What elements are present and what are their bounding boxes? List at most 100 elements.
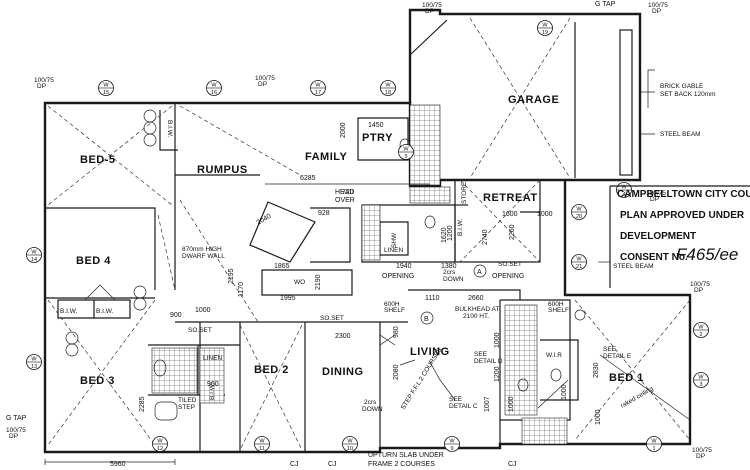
dim-960: 960 xyxy=(207,381,219,388)
room-rumpus: RUMPUS xyxy=(197,164,248,176)
note-dwarf-2: DWARF WALL xyxy=(182,253,225,260)
ceiling-lines xyxy=(47,17,691,451)
marker-b: B xyxy=(424,316,429,323)
note-cj-1: CJ xyxy=(290,461,299,468)
window-tag-number: 15 xyxy=(103,90,109,96)
note-shelf-2a: 600H xyxy=(548,301,564,308)
room-bed3: BED 3 xyxy=(80,375,115,387)
dim-2660: 2660 xyxy=(468,295,484,302)
note-shelf-1b: SHELF xyxy=(384,307,405,314)
dim-980: 980 xyxy=(393,326,400,338)
note-shelf-1a: 600H xyxy=(384,301,400,308)
note-opening-right: OPENING xyxy=(492,273,524,280)
note-bulkhead-2: 2100 HT. xyxy=(463,313,489,320)
note-step: STEP xyxy=(178,404,195,411)
tiled-areas xyxy=(151,104,568,445)
window-tag-number: 20 xyxy=(576,214,582,220)
note-upturn-1: UPTURN SLAB UNDER xyxy=(368,452,444,459)
dim-1940: 1940 xyxy=(396,263,412,270)
window-tag-number: 5 xyxy=(404,154,407,160)
dim-900: 900 xyxy=(170,312,182,319)
note-head: HEAD xyxy=(335,189,354,196)
room-wir: W.I.R xyxy=(546,352,562,359)
stamp-line-2: PLAN APPROVED UNDER xyxy=(620,210,745,221)
dim-2190: 2190 xyxy=(315,274,322,290)
room-biw-bed2: B.I.W. xyxy=(209,382,216,400)
note-dp-br: 100/75 xyxy=(692,447,712,454)
note-dp-right2: 100/75 xyxy=(690,281,710,288)
marker-a: A xyxy=(477,269,482,276)
council-stamp: CAMPBELLTOWN CITY COUNCIL PLAN APPROVED … xyxy=(609,185,750,288)
note-dp-mid: 100/75 xyxy=(255,75,275,82)
stamp-line-3: DEVELOPMENT xyxy=(620,231,696,242)
window-tag-letter: W xyxy=(698,375,704,381)
window-tag-number: 11 xyxy=(259,446,265,452)
window-tag-w17: W17 xyxy=(310,80,326,96)
room-biw-bed5: B.I.W. xyxy=(166,120,173,138)
window-tag-w21: W21 xyxy=(571,254,587,270)
dim-1000e: 1000 xyxy=(494,332,501,348)
note-gtap-left: G TAP xyxy=(6,415,27,422)
room-shw: SHW xyxy=(391,232,398,248)
dim-1000d: 1000 xyxy=(508,396,515,412)
window-tag-w15: W15 xyxy=(98,80,114,96)
dim-2195: 2195 xyxy=(228,268,235,284)
room-biw-bed4b: B.I.W. xyxy=(96,308,114,315)
room-linen-2: LINEN xyxy=(203,355,222,362)
dim-1995: 1995 xyxy=(280,295,296,302)
dim-6285: 6285 xyxy=(300,175,316,182)
dim-1000a: 1000 xyxy=(537,211,553,218)
window-tag-letter: W xyxy=(621,185,627,191)
window-tag-letter: W xyxy=(211,83,217,89)
note-down-b: DOWN xyxy=(362,406,383,413)
window-tag-number: 1 xyxy=(652,446,655,452)
window-tag-number: 4 xyxy=(622,192,625,198)
note-brick-gable-1: BRICK GABLE xyxy=(660,83,704,90)
room-wo: WO xyxy=(294,279,305,286)
note-dp-right: 100/75 xyxy=(646,190,666,197)
window-tag-w19: W19 xyxy=(537,20,553,36)
window-tag-number: 2 xyxy=(699,332,702,338)
note-see-c1: SEE xyxy=(449,396,463,403)
room-bed1: BED 1 xyxy=(609,372,644,384)
dim-2285: 2285 xyxy=(139,396,146,412)
window-tag-letter: W xyxy=(31,357,37,363)
window-tag-letter: W xyxy=(403,147,409,153)
window-tag-w2: W2 xyxy=(693,322,709,338)
dim-1380: 1380 xyxy=(441,263,457,270)
window-tag-number: 19 xyxy=(542,30,548,36)
note-see-d1: SEE xyxy=(474,351,488,358)
dim-1110: 1110 xyxy=(425,295,440,302)
note-dp-top2b: DP xyxy=(652,8,661,15)
room-retreat: RETREAT xyxy=(483,192,538,204)
note-see-d2: DETAIL D xyxy=(474,358,503,365)
window-tag-letter: W xyxy=(347,439,353,445)
dim-1000c: 1000 xyxy=(595,409,602,425)
dim-2000: 2000 xyxy=(340,122,347,138)
window-tag-letter: W xyxy=(157,439,163,445)
dim-928: 928 xyxy=(318,210,330,217)
dim-2740: 2740 xyxy=(482,229,489,245)
window-tag-w18: W18 xyxy=(380,80,396,96)
room-garage: GARAGE xyxy=(508,94,559,106)
note-2crs-b: 2crs xyxy=(364,399,377,406)
window-tag-number: 12 xyxy=(157,446,163,452)
note-2crs: 2crs xyxy=(443,269,456,276)
note-dp-right2b: DP xyxy=(694,287,703,294)
window-tag-letter: W xyxy=(542,23,548,29)
window-tag-letter: W xyxy=(103,83,109,89)
window-tag-w9: W9 xyxy=(444,436,460,452)
dim-720: 720 xyxy=(342,189,354,196)
note-see-e1: SEE xyxy=(603,346,617,353)
window-tag-w20: W20 xyxy=(571,204,587,220)
note-upturn-2: FRAME 2 COURSES xyxy=(368,461,435,468)
room-bed5: BED-5 xyxy=(80,154,116,166)
note-see-e2: DETAIL E xyxy=(603,353,632,360)
window-tag-w11: W11 xyxy=(254,436,270,452)
window-tag-letter: W xyxy=(698,325,704,331)
note-dp-left1: 100/75 xyxy=(34,77,54,84)
note-over: OVER xyxy=(335,197,355,204)
room-linen-1: LINEN xyxy=(384,247,403,254)
stamp-line-4: CONSENT No. xyxy=(620,252,688,263)
